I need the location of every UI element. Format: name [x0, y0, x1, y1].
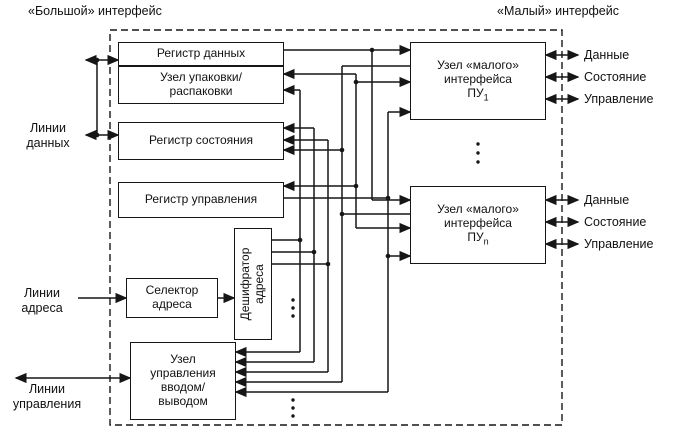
address-decoder-vertical-text: Дешифратор адреса — [238, 247, 266, 321]
label-small-interface: «Малый» интерфейс — [497, 4, 619, 18]
label-control-lines: Линии управления — [12, 382, 82, 411]
block-address-decoder: Дешифратор адреса — [234, 228, 272, 340]
label-address-lines: Линии адреса — [21, 286, 63, 315]
junction-dots — [94, 47, 391, 267]
block-pu1-interface-node: Узел «малого» интерфейса ПУ1 — [410, 42, 546, 120]
block-data-register: Регистр данных — [118, 42, 284, 66]
block-address-selector: Селектор адреса — [126, 278, 218, 318]
block-pack-unpack-node: Узел упаковки/ распаковки — [118, 66, 284, 104]
adapter-boundary — [109, 29, 563, 426]
external-right-lines — [544, 49, 580, 250]
label-pun-state: Состояние — [584, 215, 647, 229]
block-pun-interface-node: Узел «малого» интерфейса ПУn — [410, 186, 546, 264]
ellipsis-marks — [291, 142, 480, 418]
label-pu1-data: Данные — [584, 48, 630, 62]
address-decode-lines — [218, 239, 328, 304]
external-left-lines — [14, 54, 132, 384]
label-data-lines: Линии данных — [26, 121, 70, 150]
label-pun-data: Данные — [584, 193, 630, 207]
internal-bus-verticals — [299, 50, 389, 392]
block-status-register: Регистр состояния — [118, 122, 284, 160]
label-pun-control: Управление — [584, 237, 654, 251]
block-control-register: Регистр управления — [118, 182, 284, 218]
label-big-interface: «Большой» интерфейс — [28, 4, 162, 18]
label-pu1-control: Управление — [584, 92, 654, 106]
internal-bus-horizontals — [234, 44, 412, 398]
block-io-control-node: Узел управления вводом/ выводом — [130, 342, 236, 420]
label-pu1-state: Состояние — [584, 70, 647, 84]
